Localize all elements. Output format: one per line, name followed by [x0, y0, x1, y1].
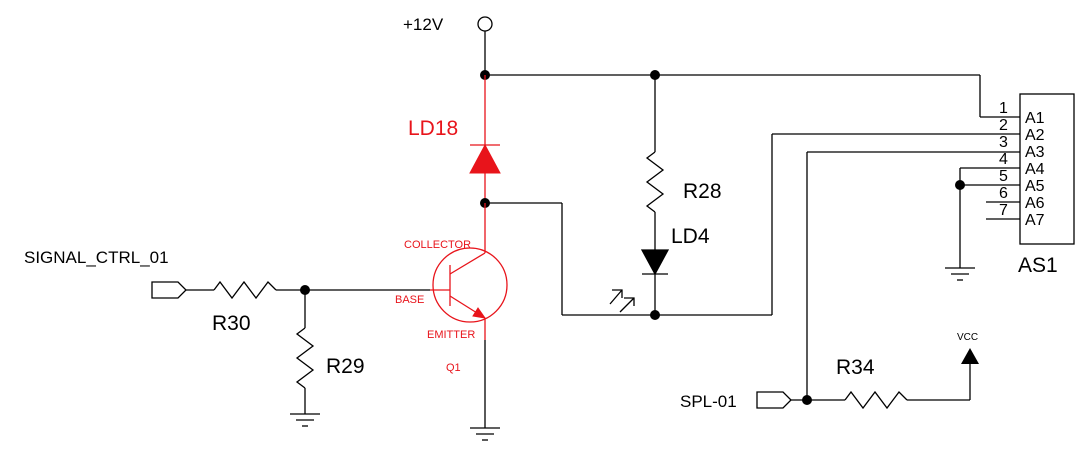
- optical-coupling-arrows: [609, 289, 635, 313]
- diode-ld4: [640, 249, 670, 315]
- spl-input-port: [756, 391, 845, 409]
- signal-ctrl-label: SIGNAL_CTRL_01: [24, 248, 169, 267]
- vcc-arrow-icon: [961, 348, 979, 364]
- junction-dot: [802, 395, 812, 405]
- led-ld18: [469, 75, 501, 203]
- pin-number: 6: [999, 185, 1008, 202]
- pin-number: 5: [999, 168, 1008, 185]
- diode-ld4-label: LD4: [671, 225, 710, 248]
- pin-number: 2: [999, 117, 1008, 134]
- connector-pin-stubs: [960, 167, 1020, 220]
- signal-input-port: [151, 281, 214, 299]
- pin-name: A5: [1025, 178, 1045, 195]
- resistor-r28-label: R28: [683, 180, 722, 203]
- collector-label: COLLECTOR: [404, 239, 471, 251]
- junction-dot: [650, 310, 660, 320]
- resistor-r34-label: R34: [836, 356, 875, 379]
- vcc-label: VCC: [957, 332, 978, 343]
- ground-symbol: [470, 427, 500, 441]
- connector-as1-label: AS1: [1018, 254, 1058, 277]
- junction-dot: [955, 180, 965, 190]
- pin-name: A1: [1025, 110, 1045, 127]
- ground-symbol: [945, 267, 975, 281]
- base-label: BASE: [395, 294, 424, 306]
- pin-number: 3: [999, 134, 1008, 151]
- spl-label: SPL-01: [680, 392, 737, 411]
- pin-name: A3: [1025, 144, 1045, 161]
- pin-name: A2: [1025, 127, 1045, 144]
- emitter-label: EMITTER: [427, 329, 475, 341]
- wire: [771, 133, 1020, 315]
- pin-name: A6: [1025, 195, 1045, 212]
- supply-terminal: [477, 16, 493, 75]
- connector-as1: [1019, 93, 1075, 245]
- resistor-r34: [844, 364, 971, 410]
- ground-symbol: [290, 413, 320, 427]
- pin-number: 1: [999, 100, 1008, 117]
- pin-number: 7: [999, 202, 1008, 219]
- top-rail-wire: [485, 74, 1020, 118]
- resistor-r29: [295, 290, 315, 414]
- resistor-r30-label: R30: [212, 312, 251, 335]
- pin-number: 4: [999, 151, 1008, 168]
- resistor-r29-label: R29: [326, 355, 365, 378]
- transistor-q1-label: Q1: [446, 362, 461, 374]
- supply-label: +12V: [403, 15, 444, 34]
- wire: [806, 151, 1020, 400]
- transistor-q1: [430, 203, 508, 340]
- pin-name: A7: [1025, 212, 1045, 229]
- led-ld18-label: LD18: [408, 117, 458, 140]
- pin-name: A4: [1025, 161, 1045, 178]
- resistor-r28: [645, 75, 665, 250]
